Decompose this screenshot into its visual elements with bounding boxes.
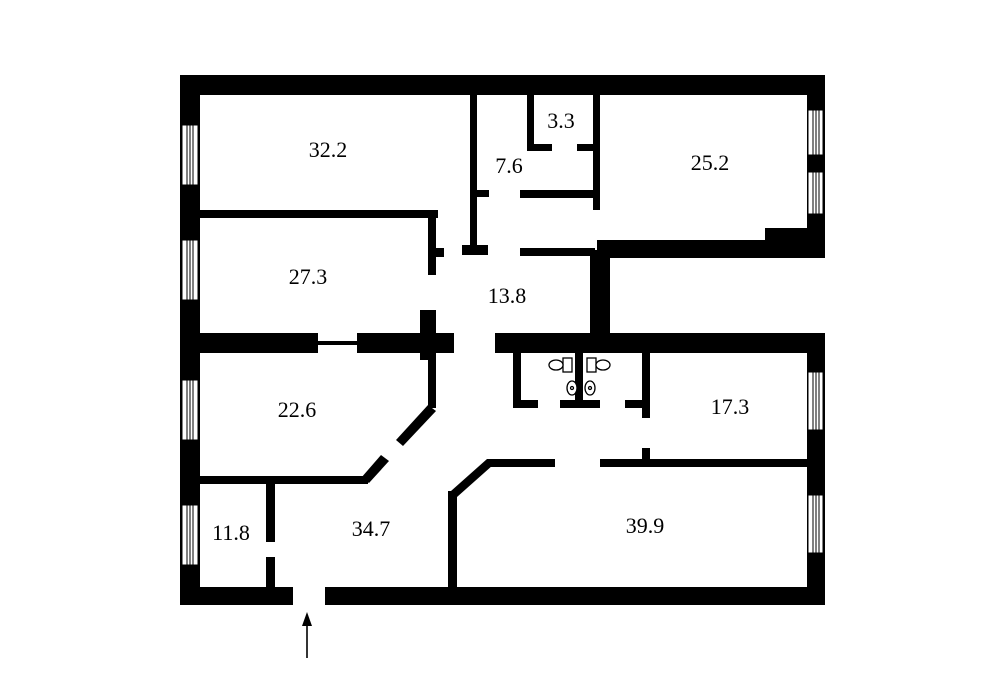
wall-i-j-divider [448,491,457,587]
window-right-2 [807,171,824,215]
room-area-label: 22.6 [278,397,317,422]
wall-hall-top [520,248,595,256]
window-left-1 [181,124,199,186]
wall-e-right-upper [428,210,436,275]
wall-e-window-sill [318,341,357,345]
room-area-label: 11.8 [212,520,250,545]
wall-wc-center [575,353,583,408]
wall-a-bottom [200,210,438,218]
wall-a-b-divider [470,95,477,250]
outer-wall-left [180,75,200,605]
wall-b-bottom-stub [462,245,488,255]
window-left-2 [181,239,199,301]
room-area-label: 7.6 [495,153,523,178]
wall-j-diagonal [451,459,493,497]
outer-wall-notch-vertical [590,250,610,345]
toilet-icon [548,357,573,373]
wall-b-bottom [520,190,595,198]
wall-e-pillar [420,310,436,360]
arrow-up-icon [302,612,312,658]
wall-d-left [593,95,600,210]
outer-wall-top [180,75,825,95]
room-area-label: 27.3 [289,264,328,289]
wall-c-left [527,95,534,150]
toilet-icon [586,357,611,373]
wall-wc-bottom-center [560,400,600,408]
room-labels: 32.2 7.6 3.3 25.2 27.3 13.8 22.6 17.3 11… [212,108,749,545]
wall-g-door-stub [642,448,650,462]
room-area-label: 32.2 [309,137,348,162]
wall-j-top-left [487,459,555,467]
room-area-label: 3.3 [547,108,575,133]
room-area-label: 17.3 [711,394,750,419]
room-area-label: 25.2 [691,150,730,175]
windows [181,109,824,566]
window-right-4 [807,494,824,554]
wall-c-bottom-left [527,144,552,151]
window-right-3 [807,371,824,431]
wc-fixtures [548,357,611,396]
outer-wall-mid-right [495,333,825,353]
wall-e-bottom-right [357,333,454,353]
wall-e-bottom-left [200,333,318,353]
wall-b-stub [477,190,489,197]
sink-icon [566,380,578,396]
wall-wc-bottom-left [513,400,538,408]
outer-wall-bottom-right [325,587,825,605]
wall-wc-left [513,353,521,408]
room-area-label: 34.7 [352,516,391,541]
wall-c-bottom-right [577,144,597,151]
sink-icon [584,380,596,396]
wall-j-top-right [600,459,810,467]
window-left-4 [181,504,199,566]
outer-wall-notch [597,240,825,258]
wall-f-right [428,353,436,408]
wall-f-bottom [200,476,368,484]
outer-wall-bottom-left [180,587,293,605]
room-area-label: 39.9 [626,513,665,538]
outer-wall-notch-corner [765,228,810,242]
window-right-1 [807,109,824,156]
wall-wc-bottom-right [625,400,647,408]
window-left-3 [181,379,199,441]
wall-h-right-lower [266,557,275,587]
room-area-label: 13.8 [488,283,527,308]
wall-f-diagonal-upper [396,405,436,446]
wall-h-right-upper [266,484,275,542]
wall-g-left [642,353,650,418]
wall-e-right-stub [428,248,444,257]
